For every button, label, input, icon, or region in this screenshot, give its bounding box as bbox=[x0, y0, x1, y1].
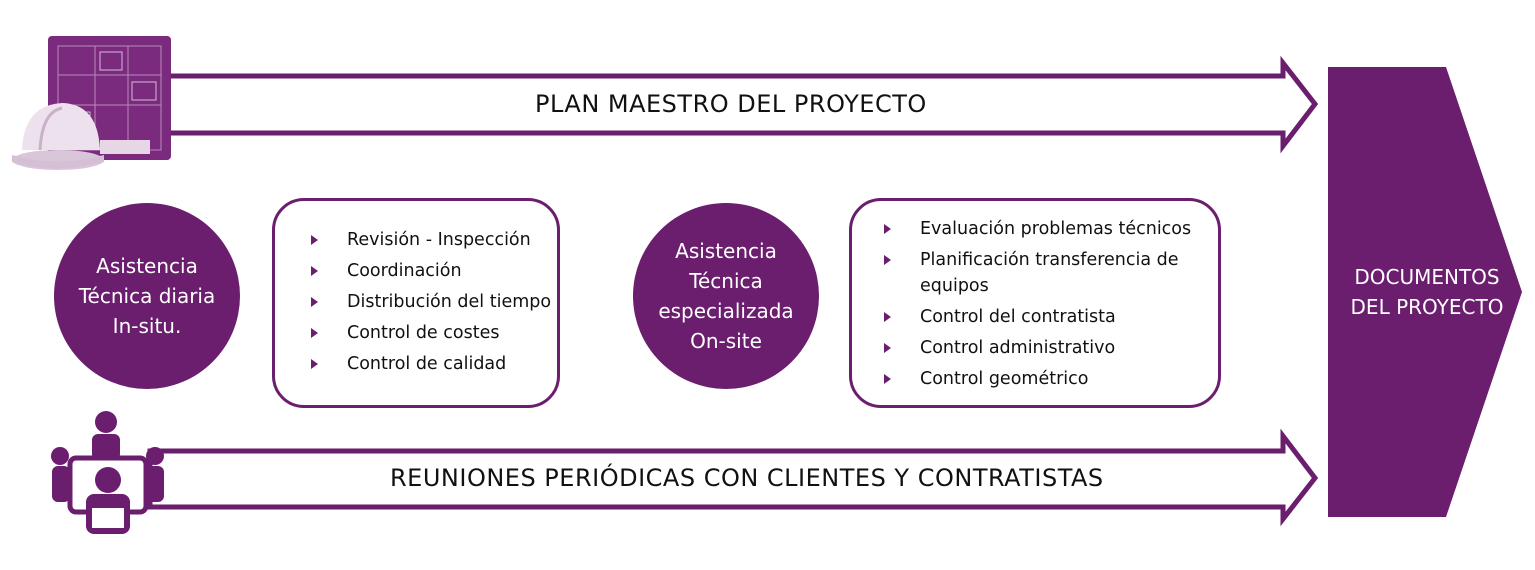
documents-line: DEL PROYECTO bbox=[1350, 295, 1504, 319]
top-arrow-shape bbox=[147, 55, 1319, 154]
list-item: Evaluación problemas técnicos bbox=[882, 216, 1198, 242]
list-item: Control geométrico bbox=[882, 366, 1198, 392]
bullet-icon bbox=[884, 255, 891, 265]
list-item: Distribución del tiempo bbox=[309, 289, 557, 315]
bullet-icon bbox=[884, 224, 891, 234]
circle-line: especializada bbox=[658, 299, 794, 323]
list-item: Control de calidad bbox=[309, 351, 557, 377]
blueprint-helmet-icon bbox=[12, 36, 171, 170]
bullet-icon bbox=[311, 359, 318, 369]
bottom-arrow-shape bbox=[147, 428, 1319, 527]
circle-line: Técnica diaria bbox=[78, 284, 216, 308]
top-arrow-label: PLAN MAESTRO DEL PROYECTO bbox=[535, 90, 927, 118]
bullet-icon bbox=[884, 312, 891, 322]
list-item: Coordinación bbox=[309, 258, 557, 284]
bullet-icon bbox=[884, 374, 891, 384]
circle-line: Asistencia bbox=[96, 254, 198, 278]
circle-line: Asistencia bbox=[675, 239, 777, 263]
circle-line: In-situ. bbox=[112, 314, 182, 338]
list-item: Revisión - Inspección bbox=[309, 227, 557, 253]
bullet-icon bbox=[884, 343, 891, 353]
task-list: Evaluación problemas técnicos Planificac… bbox=[882, 216, 1198, 392]
list-item: Control del contratista bbox=[882, 304, 1198, 330]
documents-label: DOCUMENTOS DEL PROYECTO bbox=[1332, 262, 1522, 322]
bullet-icon bbox=[311, 235, 318, 245]
documents-arrow-shape bbox=[1328, 67, 1522, 517]
bullet-icon bbox=[311, 328, 318, 338]
box-daily-tasks: Revisión - Inspección Coordinación Distr… bbox=[272, 198, 560, 408]
circle-line: On-site bbox=[690, 329, 762, 353]
box-specialized-tasks: Evaluación problemas técnicos Planificac… bbox=[849, 198, 1221, 408]
meeting-people-icon bbox=[51, 411, 164, 534]
bottom-arrow-label: REUNIONES PERIÓDICAS CON CLIENTES Y CONT… bbox=[390, 464, 1104, 492]
circle-daily-assistance: Asistencia Técnica diaria In-situ. bbox=[54, 203, 240, 389]
list-item: Control de costes bbox=[309, 320, 557, 346]
bullet-icon bbox=[311, 297, 318, 307]
bullet-icon bbox=[311, 266, 318, 276]
list-item: Planificación transferencia de equipos bbox=[882, 247, 1198, 299]
circle-specialized-assistance: Asistencia Técnica especializada On-site bbox=[633, 203, 819, 389]
documents-line: DOCUMENTOS bbox=[1354, 265, 1500, 289]
task-list: Revisión - Inspección Coordinación Distr… bbox=[309, 227, 557, 377]
circle-line: Técnica bbox=[689, 269, 763, 293]
list-item: Control administrativo bbox=[882, 335, 1198, 361]
